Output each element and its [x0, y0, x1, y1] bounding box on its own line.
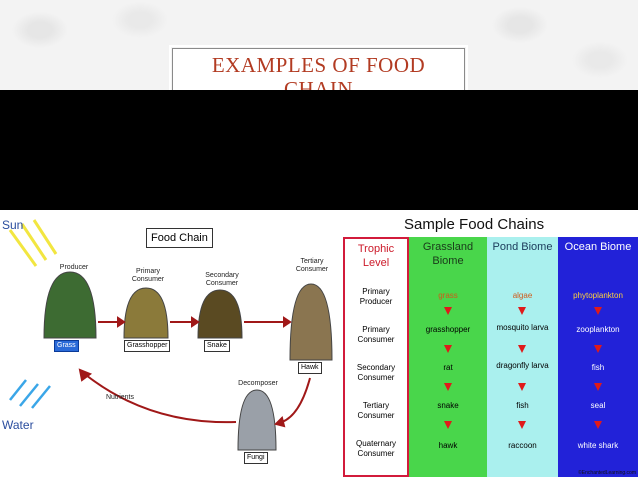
trophic-header: Trophic Level — [357, 243, 395, 269]
pond-item-4: fish — [516, 401, 529, 410]
fungi-tag: Fungi — [244, 452, 268, 464]
level-primary-consumer: Primary Consumer — [357, 325, 395, 344]
nutrients-label: Nutrients — [105, 394, 134, 401]
ocean-header: Ocean Biome — [564, 241, 632, 253]
grassland-column: Grassland Biome grass grasshopper rat sn… — [409, 237, 487, 477]
ocean-item-4: seal — [590, 401, 606, 410]
pond-item-2: mosquito larva — [496, 323, 549, 332]
food-chain-title: Food Chain — [146, 228, 213, 248]
pond-item-5: raccoon — [508, 441, 537, 450]
food-chain-art — [8, 219, 333, 451]
black-band — [0, 90, 638, 210]
grasshopper-tag: Grasshopper — [124, 340, 171, 352]
grassland-item-5: hawk — [438, 441, 458, 450]
grassland-item-2: grasshopper — [425, 325, 471, 334]
snake-tag: Snake — [204, 340, 230, 352]
sun-label: Sun — [2, 218, 24, 232]
grassland-header: Grassland Biome — [422, 241, 474, 267]
pond-item-1: algae — [512, 291, 533, 300]
level-quaternary-consumer: Quaternary Consumer — [355, 439, 397, 458]
grassland-item-3: rat — [443, 363, 453, 372]
pond-column: Pond Biome algae mosquito larva dragonfl… — [487, 237, 558, 477]
ocean-item-3: fish — [591, 363, 605, 372]
sample-table: Trophic Level Primary Producer Primary C… — [343, 237, 638, 477]
sample-title: Sample Food Chains — [404, 216, 545, 233]
level-secondary-consumer: Secondary Consumer — [356, 363, 396, 382]
ocean-item-1: phytoplankton — [573, 291, 623, 300]
tertiary-label: Tertiary Consumer — [295, 258, 329, 273]
level-tertiary-consumer: Tertiary Consumer — [357, 401, 395, 420]
secondary-label: Secondary Consumer — [205, 272, 239, 287]
grass-tag: Grass — [54, 340, 79, 352]
credit-text: ©EnchantedLearning.com — [578, 470, 636, 476]
level-primary-producer: Primary Producer — [359, 287, 393, 306]
water-label: Water — [2, 418, 34, 432]
ocean-column: Ocean Biome phytoplankton zooplankton fi… — [558, 237, 638, 477]
chain-arrows — [444, 307, 602, 429]
producer-label: Producer — [59, 264, 89, 271]
grassland-item-4: snake — [437, 401, 459, 410]
trophic-column: Trophic Level Primary Producer Primary C… — [343, 237, 409, 477]
food-chain-diagram: Sun Water Food Chain Producer Primary Co… — [0, 210, 340, 478]
sample-food-chains: Sample Food Chains Trophic Level Primary… — [340, 210, 638, 478]
header-background — [0, 0, 638, 90]
grassland-item-1: grass — [438, 291, 458, 300]
pond-item-3: dragonfly larva — [496, 361, 549, 370]
ocean-item-2: zooplankton — [576, 325, 620, 334]
decomposer-label: Decomposer — [238, 380, 278, 387]
title-line-1: EXAMPLES OF FOOD — [211, 53, 426, 77]
pond-header: Pond Biome — [492, 241, 553, 253]
ocean-item-5: white shark — [577, 441, 619, 450]
primary-label: Primary Consumer — [131, 268, 165, 283]
hawk-tag: Hawk — [298, 362, 322, 374]
